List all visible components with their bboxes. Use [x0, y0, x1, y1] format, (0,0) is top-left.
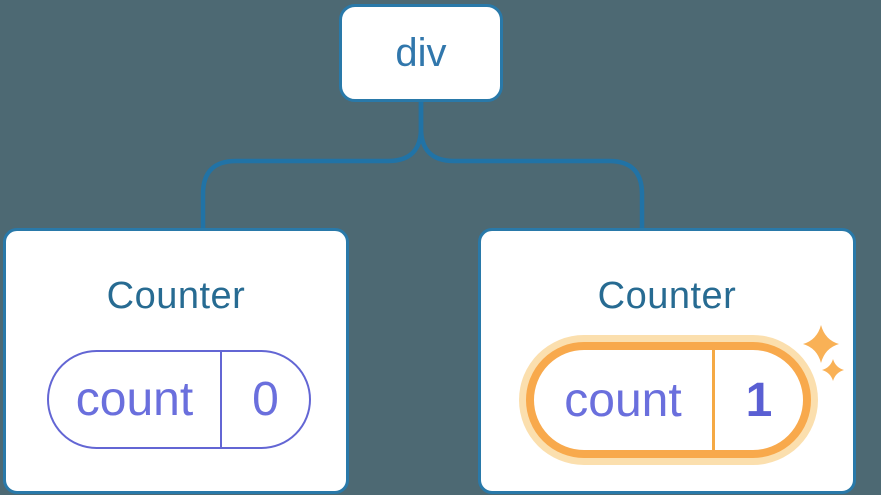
component-title: Counter	[106, 275, 246, 317]
state-name: count	[49, 352, 222, 447]
state-pill-highlighted: count 1	[526, 342, 811, 458]
counter-component-left: Counter count 0	[3, 228, 349, 494]
root-node-div: div	[339, 4, 503, 102]
root-node-label: div	[395, 30, 447, 75]
connector-right-branch	[418, 102, 645, 229]
state-name: count	[534, 350, 715, 450]
state-value: 1	[745, 373, 773, 427]
sparkle-icon	[803, 325, 844, 381]
sparkle-large	[803, 325, 839, 363]
sparkle-small	[822, 359, 844, 381]
state-pill: count 0	[47, 350, 311, 449]
counter-component-right: Counter count 1	[478, 228, 856, 494]
component-title: Counter	[597, 275, 737, 317]
connector-left-branch	[200, 102, 424, 229]
state-value: 0	[252, 373, 279, 426]
